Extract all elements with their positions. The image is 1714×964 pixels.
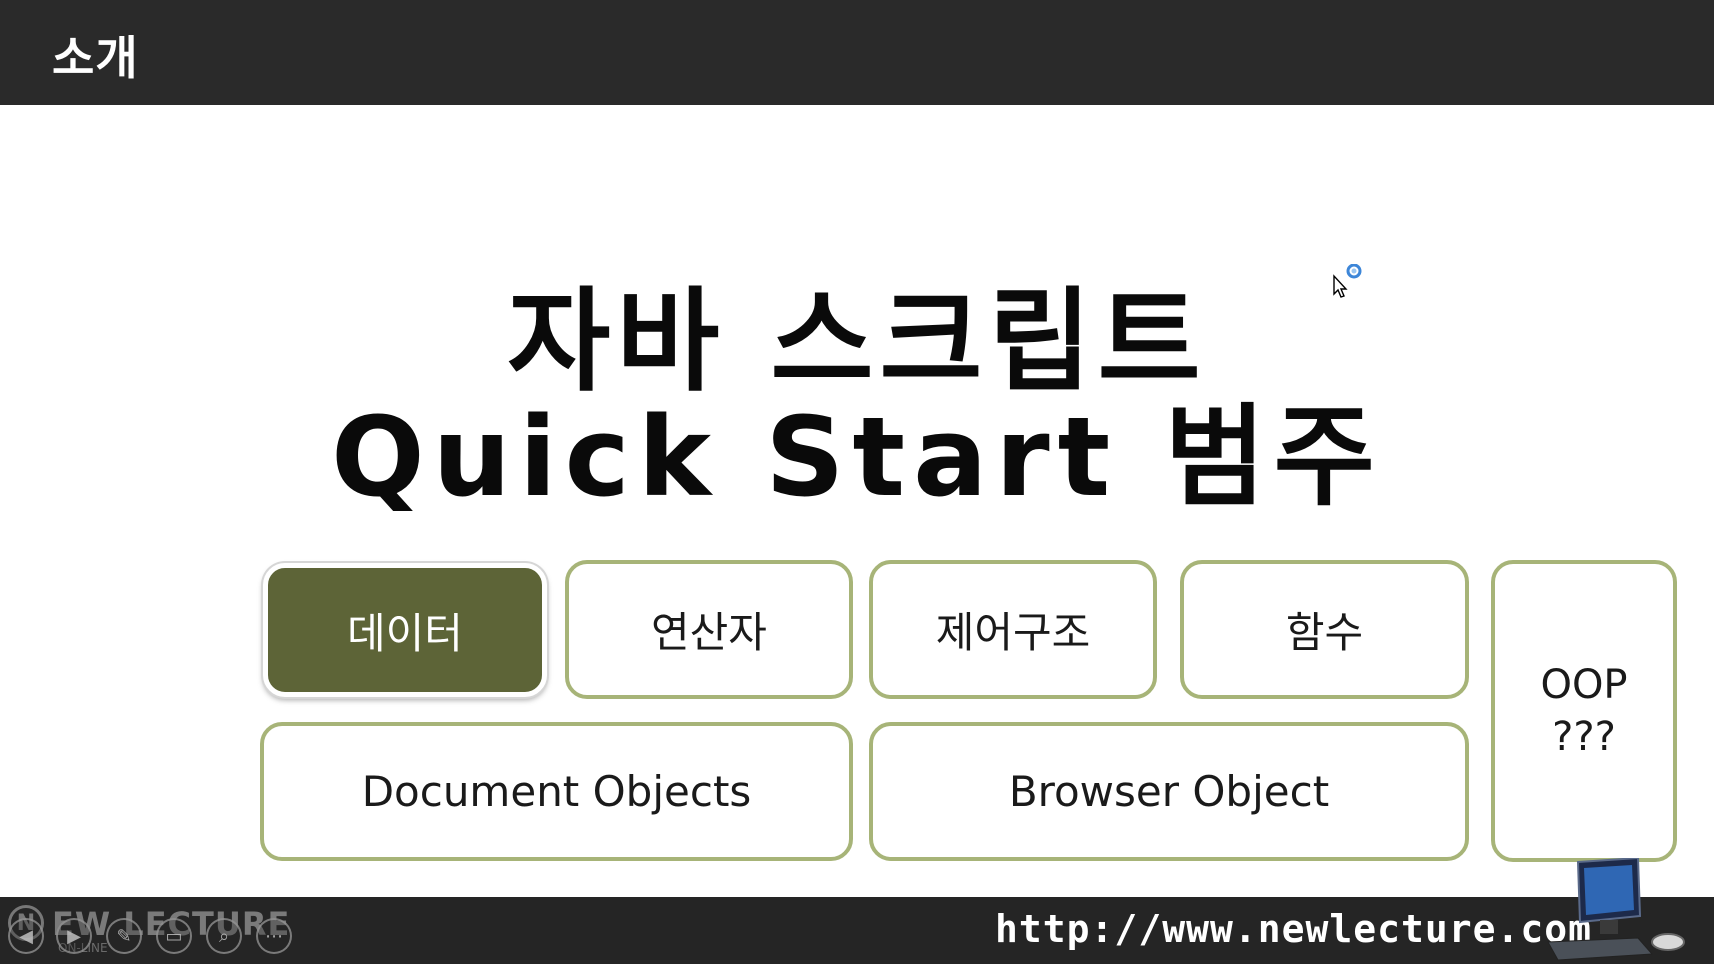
more-options-icon[interactable]: ⋯ xyxy=(256,918,292,954)
tile-operators[interactable]: 연산자 xyxy=(565,560,853,699)
tile-oop-question: ??? xyxy=(1552,714,1616,760)
pen-icon[interactable]: ✎ xyxy=(106,918,142,954)
tile-functions[interactable]: 함수 xyxy=(1180,560,1469,699)
tile-control-structures-label: 제어구조 xyxy=(935,608,1091,657)
footer-bar: N EW LECTURE ON-LINE http://www.newlectu… xyxy=(0,897,1714,964)
tile-browser-object[interactable]: Browser Object xyxy=(869,722,1469,861)
title-bar: 소개 xyxy=(0,0,1714,105)
tile-document-objects[interactable]: Document Objects xyxy=(260,722,853,861)
site-url: http://www.newlecture.com xyxy=(995,907,1592,951)
tile-data[interactable]: 데이터 xyxy=(263,563,547,697)
zoom-icon[interactable]: ⌕ xyxy=(206,918,242,954)
tile-oop[interactable]: OOP ??? xyxy=(1491,560,1677,862)
tile-document-objects-label: Document Objects xyxy=(361,767,752,816)
tile-browser-object-label: Browser Object xyxy=(1008,767,1330,816)
tile-functions-label: 함수 xyxy=(1285,608,1364,657)
previous-icon[interactable]: ◀ xyxy=(8,918,44,954)
tile-control-structures[interactable]: 제어구조 xyxy=(869,560,1157,699)
tile-oop-label: OOP xyxy=(1540,662,1628,708)
slide-title: 소개 xyxy=(52,31,139,85)
headline-line-2: Quick Start 범주 xyxy=(331,393,1383,521)
computer-illustration-icon xyxy=(1547,858,1685,961)
slides-icon[interactable]: ▭ xyxy=(156,918,192,954)
tile-operators-label: 연산자 xyxy=(651,608,767,657)
headline-line-1: 자바 스크립트 xyxy=(507,277,1207,407)
tile-data-label: 데이터 xyxy=(347,608,463,658)
busy-cursor-icon xyxy=(1333,264,1362,298)
next-icon[interactable]: ▶ xyxy=(56,918,92,954)
